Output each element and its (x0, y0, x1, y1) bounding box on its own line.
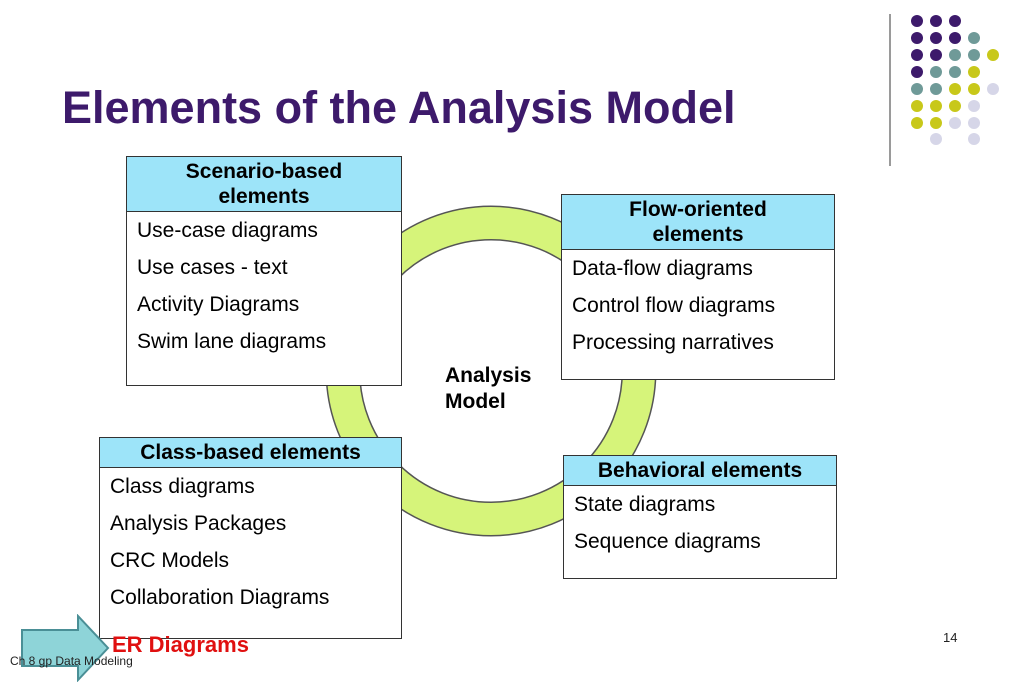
class-based-elements-header: Class-based elements (100, 438, 401, 468)
behavioral-elements-list: State diagrams Sequence diagrams (564, 486, 836, 560)
dot-row-3 (911, 49, 999, 61)
list-item: Analysis Packages (110, 512, 287, 535)
page-number: 14 (943, 630, 958, 645)
dot-row-4 (911, 66, 980, 78)
header-line: Flow-oriented (629, 198, 767, 221)
scenario-based-elements-list: Use-case diagrams Use cases - text Activ… (127, 212, 401, 360)
header-line: elements (218, 185, 310, 208)
scenario-based-elements-box: Scenario-based elements Use-case diagram… (126, 156, 402, 386)
class-based-elements-list: Class diagrams Analysis Packages CRC Mod… (100, 468, 401, 616)
list-item: Control flow diagrams (572, 294, 776, 317)
list-item: State diagrams (574, 493, 716, 516)
list-item: Swim lane diagrams (137, 330, 327, 353)
er-diagrams-label: ER Diagrams (112, 632, 249, 657)
flow-oriented-elements-list: Data-flow diagrams Control flow diagrams… (562, 250, 834, 361)
list-item: Collaboration Diagrams (110, 586, 330, 609)
flow-oriented-elements-box: Flow-oriented elements Data-flow diagram… (561, 194, 835, 380)
list-item: Use-case diagrams (137, 219, 318, 242)
list-item: CRC Models (110, 549, 230, 572)
dot-row-1 (911, 15, 961, 27)
list-item: Sequence diagrams (574, 530, 761, 553)
behavioral-elements-header: Behavioral elements (564, 456, 836, 486)
dot-row-7 (911, 117, 980, 129)
list-item: Class diagrams (110, 475, 255, 498)
class-based-elements-box: Class-based elements Class diagrams Anal… (99, 437, 402, 639)
page-title: Elements of the Analysis Model (62, 82, 736, 133)
list-item: Data-flow diagrams (572, 257, 753, 280)
list-item: Processing narratives (572, 331, 774, 354)
flow-oriented-elements-header: Flow-oriented elements (562, 195, 834, 250)
header-line: Scenario-based (185, 160, 343, 183)
header-line: Behavioral elements (597, 459, 803, 482)
list-item: Use cases - text (137, 256, 288, 279)
dot-row-8 (930, 133, 980, 145)
scenario-based-elements-header: Scenario-based elements (127, 157, 401, 212)
title-divider-line (889, 14, 891, 166)
next-slide-arrow-icon[interactable] (20, 614, 110, 682)
center-label-line: Analysis (445, 364, 532, 387)
footer-text: Ch 8 gp Data Modeling (10, 654, 133, 668)
analysis-model-label: Analysis Model (445, 363, 531, 415)
dot-row-6 (911, 100, 980, 112)
decorative-dot-grid (911, 15, 999, 145)
center-label-line: Model (445, 390, 506, 413)
header-line: Class-based elements (140, 441, 361, 464)
behavioral-elements-box: Behavioral elements State diagrams Seque… (563, 455, 837, 579)
header-line: elements (652, 223, 744, 246)
dot-row-5 (911, 83, 999, 95)
dot-row-2 (911, 32, 980, 44)
list-item: Activity Diagrams (137, 293, 300, 316)
